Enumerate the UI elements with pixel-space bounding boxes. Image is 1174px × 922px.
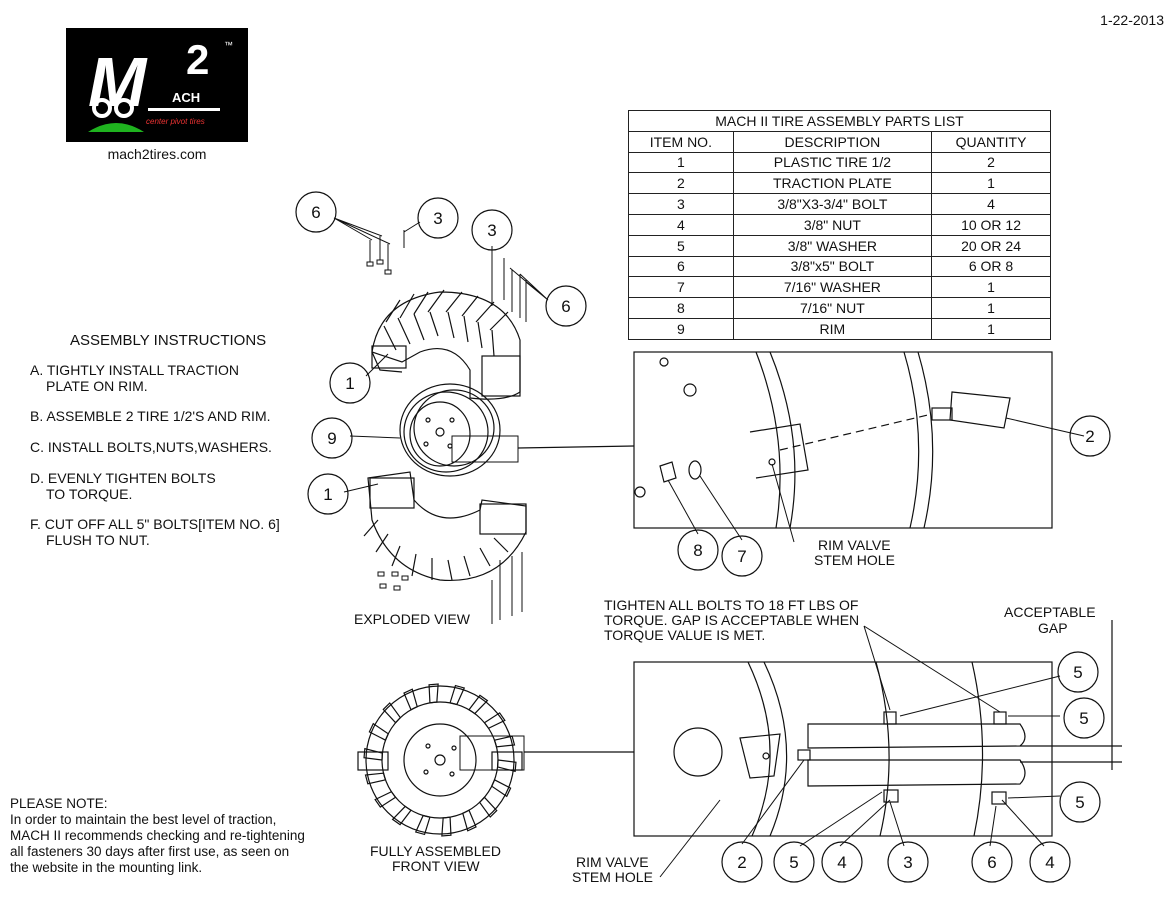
callout-6: 6: [561, 297, 570, 316]
column-header: QUANTITY: [931, 130, 1051, 153]
callout-7: 7: [737, 547, 746, 566]
callout-2: 2: [737, 853, 746, 872]
tread-lug: [363, 747, 384, 761]
please-note: PLEASE NOTE: In order to maintain the be…: [10, 796, 305, 876]
assembled-wheel-drawing: [357, 683, 525, 837]
rim-valve-label: STEM HOLE: [572, 869, 653, 885]
callout-1: 1: [323, 485, 332, 504]
torque-note: TORQUE. GAP IS ACCEPTABLE WHEN: [604, 612, 859, 628]
note-title: PLEASE NOTE:: [10, 796, 108, 811]
callout-6: 6: [311, 203, 320, 222]
tread-lug: [428, 683, 439, 704]
gear-icon: [92, 98, 134, 118]
callout-9: 9: [327, 429, 336, 448]
callout-5: 5: [1073, 663, 1082, 682]
callout-8: 8: [693, 541, 702, 560]
logo-superscript: 2: [186, 36, 209, 83]
callout-3: 3: [903, 853, 912, 872]
leader-lines: [333, 217, 1085, 878]
tread-lug: [483, 712, 506, 730]
rim-valve-label: RIM VALVE: [818, 537, 891, 553]
tread-lug: [441, 816, 452, 837]
instructions-title: ASSEMBLY INSTRUCTIONS: [70, 332, 267, 349]
logo-trademark: ™: [224, 40, 233, 50]
drawing-date: 1-22-2013: [1100, 12, 1164, 28]
parts-list-title: MACH II TIRE ASSEMBLY PARTS LIST: [628, 110, 1051, 132]
callout-1: 1: [345, 374, 354, 393]
tread-lug: [493, 735, 516, 748]
gap-label: ACCEPTABLE: [1004, 604, 1096, 620]
callout-circles: [295, 191, 1111, 883]
gap-label: GAP: [1038, 620, 1068, 636]
instruction-step: F. CUT OFF ALL 5" BOLTS[ITEM NO. 6] FLUS…: [30, 516, 280, 548]
callout-3: 3: [487, 221, 496, 240]
tread-lug: [382, 702, 402, 724]
callout-6: 6: [987, 853, 996, 872]
torque-note: TIGHTEN ALL BOLTS TO 18 FT LBS OF: [604, 597, 858, 613]
callout-3: 3: [433, 209, 442, 228]
tread-lug: [364, 772, 387, 785]
logo-graphic: M 2 ™ ACH center pivot tires: [88, 36, 233, 132]
column-header: DESCRIPTION: [732, 130, 933, 153]
tread-lug: [490, 779, 512, 798]
note-line: In order to maintain the best level of t…: [10, 812, 277, 827]
tread-lug: [368, 722, 390, 741]
bolts-top-left-drawing: [366, 230, 405, 275]
tread-lug: [468, 694, 489, 715]
logo-sub-text: ACH: [172, 90, 200, 105]
torque-note: TORQUE VALUE IS MET.: [604, 627, 765, 643]
callout-4: 4: [1045, 853, 1054, 872]
note-line: all fasteners 30 days after first use, a…: [10, 844, 290, 859]
tread-lug: [403, 688, 418, 711]
detail-box-traction-plate: [633, 351, 1053, 529]
logo-tagline: center pivot tires: [146, 117, 205, 126]
detail-1-content: [634, 351, 1011, 529]
callout-5: 5: [1079, 709, 1088, 728]
rim-drawing: [399, 383, 519, 477]
website-url[interactable]: mach2tires.com: [107, 146, 207, 162]
note-line: MACH II recommends checking and re-tight…: [10, 828, 305, 843]
detail-2-content: [673, 620, 1122, 837]
assembled-label: FULLY ASSEMBLED: [370, 843, 501, 859]
detail-box-torque: [633, 661, 1053, 837]
lower-tire-half-drawing: [363, 471, 527, 582]
parts-list-table: MACH II TIRE ASSEMBLY PARTS LIST ITEM NO…: [628, 110, 1051, 340]
instruction-step: C. INSTALL BOLTS,NUTS,WASHERS.: [30, 439, 272, 455]
bolts-top-right-drawing: [491, 258, 527, 322]
rim-valve-label: RIM VALVE: [576, 854, 649, 870]
grass-icon: [88, 123, 144, 132]
instruction-step: D. EVENLY TIGHTEN BOLTS TO TORQUE.: [30, 470, 216, 502]
instruction-step: B. ASSEMBLE 2 TIRE 1/2'S AND RIM.: [30, 408, 271, 424]
tread-lug: [478, 796, 498, 818]
tread-lug: [496, 759, 517, 773]
tread-lug: [449, 684, 466, 706]
mach2-logo: M 2 ™ ACH center pivot tires: [66, 28, 248, 142]
tread-lug: [391, 805, 412, 826]
exploded-view-label: EXPLODED VIEW: [354, 611, 471, 627]
bolts-bottom-drawing: [377, 552, 523, 624]
instruction-step: A. TIGHTLY INSTALL TRACTION PLATE ON RIM…: [30, 362, 240, 394]
tread-lug: [462, 809, 477, 832]
assembled-label: FRONT VIEW: [392, 858, 480, 874]
callout-4: 4: [837, 853, 846, 872]
rim-valve-label: STEM HOLE: [814, 552, 895, 568]
callout-5: 5: [789, 853, 798, 872]
upper-tire-half-drawing: [371, 289, 521, 400]
tread-lug: [414, 814, 431, 836]
callout-5: 5: [1075, 793, 1084, 812]
column-header: ITEM NO.: [628, 130, 734, 153]
callout-2: 2: [1085, 427, 1094, 446]
tread-lug: [374, 790, 397, 808]
note-line: the website in the mounting link.: [10, 860, 203, 875]
